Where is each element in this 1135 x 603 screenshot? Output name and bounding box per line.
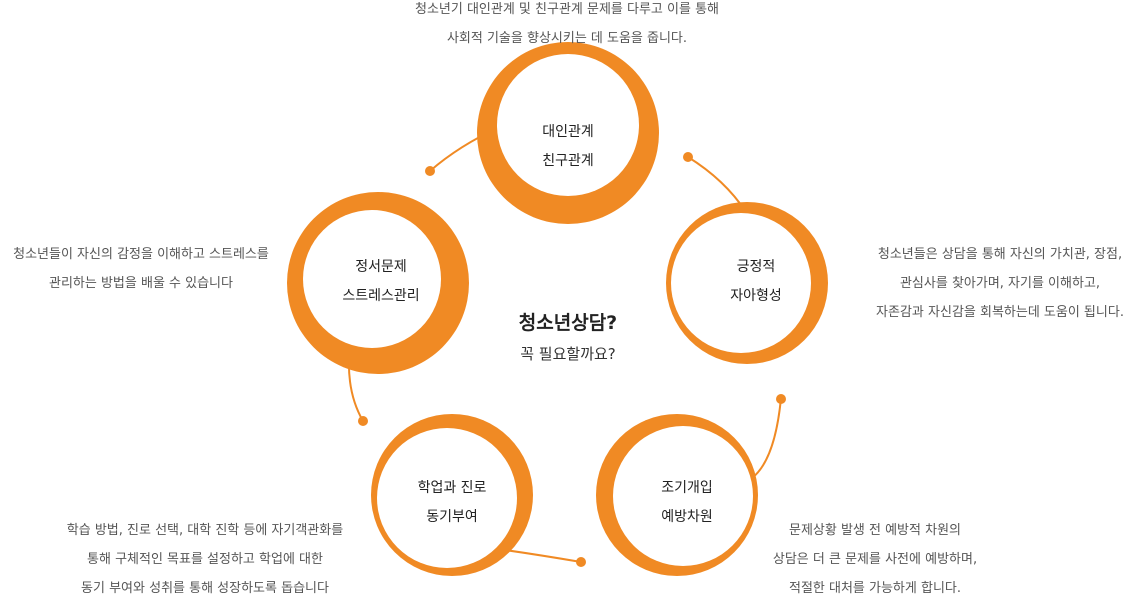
node-br: 조기개입 예방차원: [612, 474, 762, 532]
node-bl-line2: 동기부여: [426, 509, 478, 525]
node-top-line2: 친구관계: [542, 153, 594, 169]
node-left: 정서문제 스트레스관리: [306, 253, 456, 311]
connector-dots: [358, 152, 786, 567]
connector-dot-bl: [576, 557, 586, 567]
connector-br-bl: [504, 549, 582, 563]
connector-right-br: [751, 397, 782, 479]
node-right: 긍정적 자아형성: [681, 253, 831, 311]
node-left-line2: 스트레스관리: [342, 288, 420, 304]
description-br-line1: 문제상황 발생 전 예방적 차원의: [788, 523, 961, 538]
description-right-line1: 청소년들은 상담을 통해 자신의 가치관, 장점,: [877, 247, 1123, 262]
center-title-block: 청소년상담? 꼭 필요할까요?: [468, 308, 668, 370]
description-top-line1: 청소년기 대인관계 및 친구관계 문제를 다루고 이를 통해: [414, 2, 719, 17]
node-top-line1: 대인관계: [542, 124, 594, 140]
description-left: 청소년들이 자신의 감정을 이해하고 스트레스를 관리하는 방법을 배울 수 있…: [0, 240, 282, 298]
description-bl-line2: 통해 구체적인 목표를 설정하고 학업에 대한: [87, 552, 323, 567]
node-top: 대인관계 친구관계: [493, 118, 643, 176]
node-right-line2: 자아형성: [730, 288, 782, 304]
description-right-line3: 자존감과 자신감을 회복하는데 도움이 됩니다.: [876, 305, 1124, 320]
connector-dot-top: [425, 166, 435, 176]
node-br-line2: 예방차원: [661, 509, 713, 525]
ring-right-inner: [671, 213, 811, 353]
ring-bl-inner: [377, 428, 517, 568]
description-left-line2: 관리하는 방법을 배울 수 있습니다: [49, 276, 233, 291]
description-bl-line3: 동기 부여와 성취를 통해 성장하도록 돕습니다: [81, 581, 329, 596]
ring-top-inner: [497, 54, 639, 196]
description-top: 청소년기 대인관계 및 친구관계 문제를 다루고 이를 통해 사회적 기술을 향…: [367, 0, 767, 53]
description-top-line2: 사회적 기술을 향상시키는 데 도움을 줍니다.: [446, 31, 688, 46]
description-right: 청소년들은 상담을 통해 자신의 가치관, 장점, 관심사를 찾아가며, 자기를…: [855, 240, 1135, 327]
node-left-line1: 정서문제: [355, 259, 407, 275]
description-bl: 학습 방법, 진로 선택, 대학 진학 등에 자기객관화를 통해 구체적인 목표…: [50, 516, 360, 603]
node-bl: 학업과 진로 동기부여: [377, 474, 527, 532]
description-br-line3: 적절한 대처를 가능하게 합니다.: [788, 581, 961, 596]
description-br-line2: 상담은 더 큰 문제를 사전에 예방하며,: [772, 552, 978, 567]
center-title: 청소년상담?: [518, 312, 618, 334]
description-bl-line1: 학습 방법, 진로 선택, 대학 진학 등에 자기객관화를: [66, 523, 344, 538]
node-rings: [287, 42, 828, 576]
connector-dot-left: [358, 416, 368, 426]
connector-dot-br: [776, 394, 786, 404]
node-bl-line1: 학업과 진로: [417, 480, 487, 496]
node-br-line1: 조기개입: [661, 480, 713, 496]
node-right-line1: 긍정적: [736, 259, 776, 275]
center-subtitle: 꼭 필요할까요?: [520, 345, 616, 363]
ring-left-inner: [303, 210, 441, 348]
ring-br-inner: [613, 426, 753, 566]
connector-dot-right: [683, 152, 693, 162]
description-left-line1: 청소년들이 자신의 감정을 이해하고 스트레스를: [13, 247, 269, 262]
description-right-line2: 관심사를 찾아가며, 자기를 이해하고,: [899, 276, 1101, 291]
description-br: 문제상황 발생 전 예방적 차원의 상담은 더 큰 문제를 사전에 예방하며, …: [745, 516, 1005, 603]
